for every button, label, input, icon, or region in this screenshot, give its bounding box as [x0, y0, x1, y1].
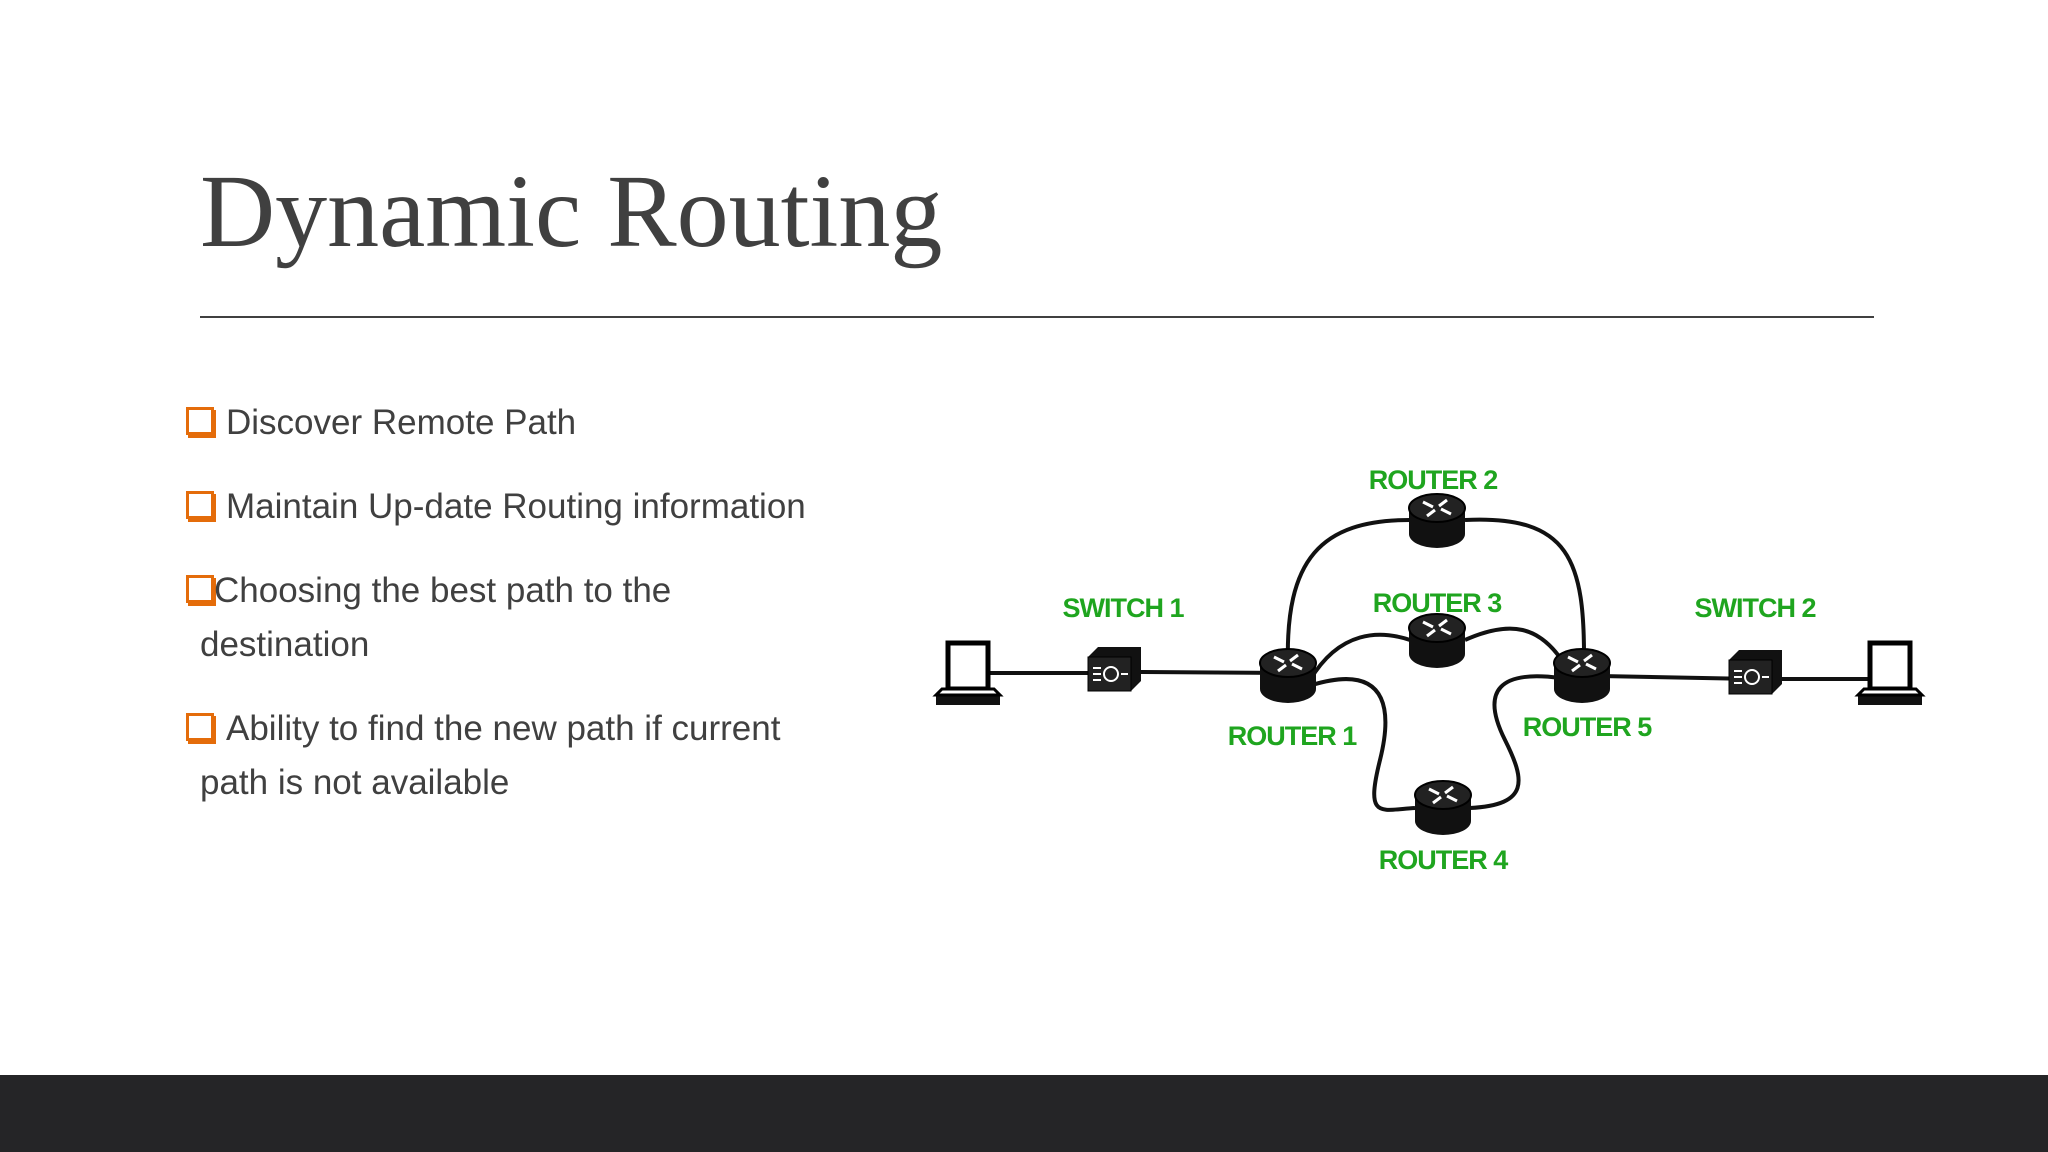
bullet-item: Ability to find the new path if current … — [186, 702, 886, 810]
router-icon — [1407, 612, 1467, 670]
link-router2-router5 — [1464, 517, 1587, 666]
router1-label: ROUTER 1 — [1228, 721, 1358, 751]
switch1-label: SWITCH 1 — [1062, 593, 1184, 623]
router-icon — [1407, 492, 1467, 550]
bullet-text-continuation: destination — [200, 625, 370, 664]
bullet-item: Maintain Up-date Routing information — [186, 480, 886, 534]
title-divider — [200, 316, 1874, 318]
switch-icon — [1728, 649, 1783, 695]
link-router1-router4 — [1311, 677, 1416, 812]
laptop-icon — [1858, 643, 1922, 705]
footer-bar — [0, 1075, 2048, 1152]
router-icon — [1552, 647, 1612, 705]
link-router5-switch2 — [1599, 674, 1755, 681]
checkbox-bullet-icon — [186, 575, 214, 603]
bullet-item: Discover Remote Path — [186, 396, 886, 450]
router4-label: ROUTER 4 — [1379, 845, 1509, 875]
router3-label: ROUTER 3 — [1373, 588, 1503, 618]
bullet-list: Discover Remote Path Maintain Up-date Ro… — [186, 396, 886, 840]
checkbox-bullet-icon — [186, 407, 214, 435]
network-diagram: SWITCH 1 ROUTER 1 ROUTER 2 ROUTER 3 ROUT… — [920, 465, 1940, 875]
bullet-text: Discover Remote Path — [226, 403, 577, 442]
link-router4-router5 — [1469, 674, 1561, 810]
link-router1-router2 — [1285, 518, 1411, 666]
router-icon — [1258, 647, 1318, 705]
checkbox-bullet-icon — [186, 713, 214, 741]
link-router3-router5 — [1464, 626, 1567, 667]
bullet-text: Ability to find the new path if current — [226, 709, 781, 748]
bullet-text-continuation: path is not available — [200, 763, 510, 802]
link-router1-router3 — [1308, 632, 1411, 682]
slide-title: Dynamic Routing — [200, 154, 943, 269]
network-links — [965, 517, 1890, 812]
router5-label: ROUTER 5 — [1523, 712, 1653, 742]
checkbox-bullet-icon — [186, 491, 214, 519]
router-icon — [1413, 779, 1473, 837]
bullet-text: Maintain Up-date Routing information — [226, 487, 806, 526]
bullet-text: Choosing the best path to the — [214, 571, 672, 610]
switch-icon — [1087, 646, 1142, 692]
bullet-item: Choosing the best path to the destinatio… — [186, 564, 886, 672]
router2-label: ROUTER 2 — [1369, 465, 1498, 495]
switch2-label: SWITCH 2 — [1694, 593, 1815, 623]
laptop-icon — [936, 643, 1000, 705]
